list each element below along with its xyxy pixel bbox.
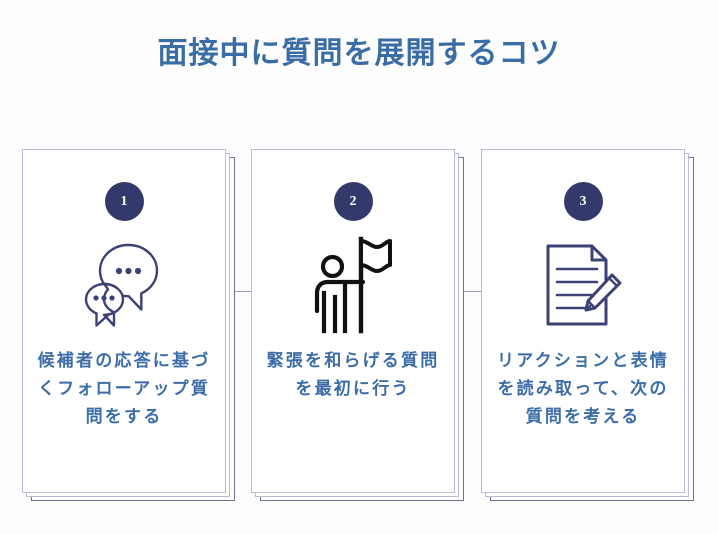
card-front-face[interactable]: 3 <box>481 149 685 493</box>
card-connector-1-2 <box>222 291 260 292</box>
person-with-flag-icon <box>313 236 393 334</box>
document-with-pencil-icon <box>542 237 624 333</box>
step-card-3[interactable]: 3 <box>481 149 694 501</box>
card-connector-2-3 <box>452 291 490 292</box>
card-front-face[interactable]: 2 <box>251 149 455 493</box>
page-title: 面接中に質問を展開するコツ <box>157 37 561 70</box>
step-number-badge: 3 <box>563 182 603 221</box>
step-number-badge: 2 <box>333 182 373 221</box>
card-label: リアクションと表情を読み取って、次の質問を考える <box>497 351 669 427</box>
step-card-1[interactable]: 1 <box>22 149 235 501</box>
speech-bubbles-icon <box>81 237 167 333</box>
card-label: 候補者の応答に基づくフォローアップ質問をする <box>37 351 211 427</box>
card-front-face[interactable]: 1 <box>22 149 226 493</box>
card-label: 緊張を和らげる質問を最初に行う <box>266 351 440 399</box>
step-number-badge: 1 <box>104 182 144 221</box>
step-card-2[interactable]: 2 <box>251 149 464 501</box>
